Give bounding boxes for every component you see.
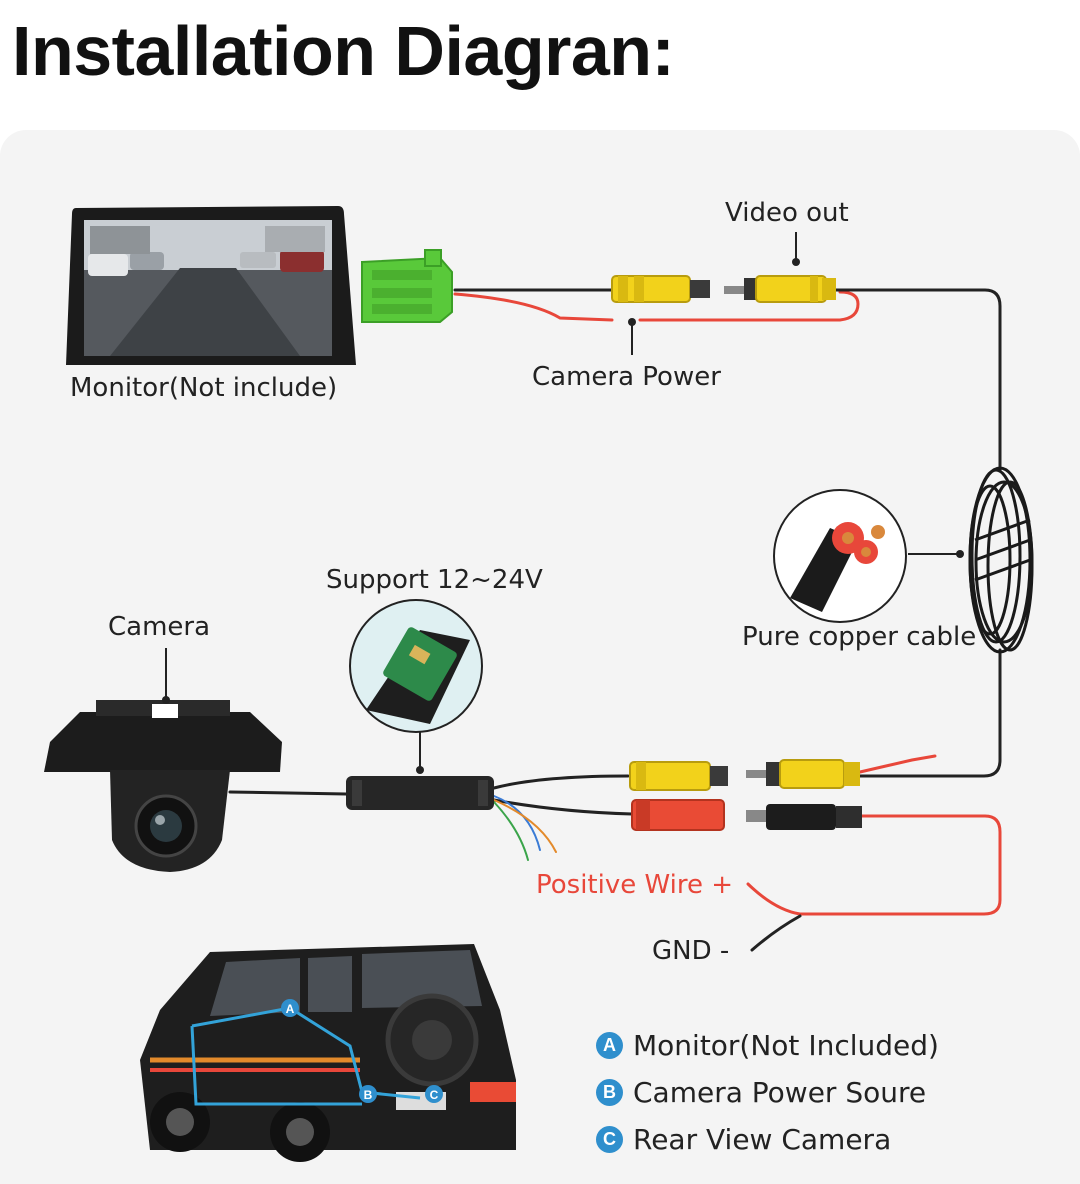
vehicle-image: A B C <box>140 944 516 1162</box>
rca-male-bottom-yellow <box>746 759 860 789</box>
power-module <box>346 776 494 810</box>
badge-b: B <box>596 1079 623 1106</box>
support-voltage-label: Support 12~24V <box>326 565 543 595</box>
positive-wire-label: Positive Wire + <box>536 870 734 900</box>
bottom-wiring <box>228 754 1002 952</box>
svg-text:B: B <box>364 1088 373 1102</box>
top-wiring <box>453 288 1002 778</box>
gnd-label: GND - <box>652 936 730 966</box>
svg-text:C: C <box>430 1088 439 1102</box>
legend-text-c: Rear View Camera <box>633 1123 892 1156</box>
dc-plug-bottom <box>746 804 862 830</box>
legend-item-a: A Monitor(Not Included) <box>596 1022 939 1069</box>
page-title: Installation Diagran: <box>12 12 675 90</box>
camera-image <box>44 700 282 872</box>
rca-female-bottom-red <box>631 799 725 831</box>
legend-text-b: Camera Power Soure <box>633 1076 927 1109</box>
coiled-cable <box>968 466 1034 654</box>
badge-c: C <box>596 1126 623 1153</box>
pcb-closeup <box>349 599 483 733</box>
rca-male-top <box>724 275 836 303</box>
camera-power-label: Camera Power <box>532 362 721 392</box>
legend: A Monitor(Not Included) B Camera Power S… <box>596 1022 939 1163</box>
copper-cable-closeup <box>773 489 907 623</box>
video-out-label: Video out <box>725 198 849 228</box>
legend-item-c: C Rear View Camera <box>596 1116 939 1163</box>
pure-copper-label: Pure copper cable <box>742 622 977 652</box>
rca-female-top <box>611 275 710 303</box>
svg-text:A: A <box>286 1002 295 1016</box>
badge-a: A <box>596 1032 623 1059</box>
rca-female-bottom-yellow <box>629 761 728 791</box>
green-connector <box>361 249 453 323</box>
legend-text-a: Monitor(Not Included) <box>633 1029 939 1062</box>
camera-label: Camera <box>108 612 211 642</box>
legend-item-b: B Camera Power Soure <box>596 1069 939 1116</box>
monitor-label: Monitor(Not include) <box>70 373 338 403</box>
monitor-image <box>66 206 356 365</box>
